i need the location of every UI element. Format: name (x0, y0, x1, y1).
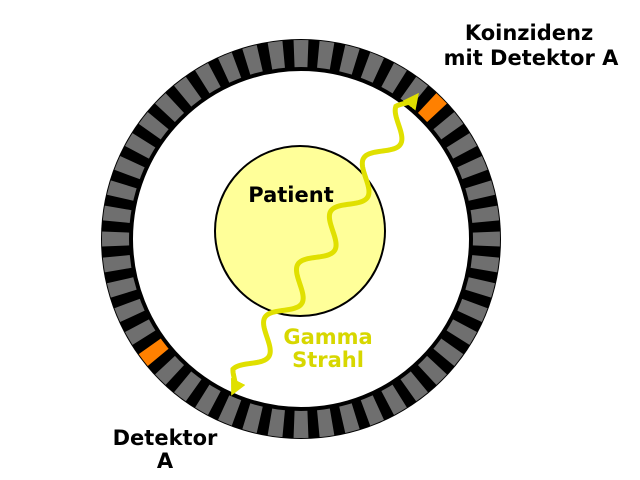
detector-block (242, 402, 263, 434)
detector-block (106, 180, 138, 201)
detector-block (106, 277, 138, 298)
detector-block (445, 318, 477, 345)
detector-block (432, 337, 464, 366)
detector-block (218, 52, 242, 84)
detector-block (114, 156, 146, 180)
detector-a-label-line2: A (157, 449, 174, 473)
detector-block (267, 407, 286, 438)
detector-block (125, 318, 157, 345)
detector-block (432, 112, 464, 141)
patient-label: Patient (248, 183, 333, 207)
detector-block (316, 40, 335, 71)
coincidence-label-line1: Koinzidenz (465, 21, 593, 45)
detector-block (293, 40, 309, 69)
detector-block (138, 112, 170, 141)
detector-block (195, 383, 222, 415)
coincidence-label-line2: mit Detektor A (444, 46, 619, 70)
gamma-ray (230, 92, 419, 396)
gamma-ray-label-line2: Strahl (292, 348, 364, 372)
detector-block (125, 133, 157, 160)
detector-block (360, 52, 384, 84)
detector-block (445, 133, 477, 160)
detector-block (174, 370, 203, 402)
detector-block (360, 394, 384, 426)
detector-block (195, 63, 222, 95)
detector-block-active-top-right (417, 93, 447, 123)
detector-block (471, 231, 500, 247)
detector-a-label-line1: Detektor (113, 426, 218, 450)
detector-block (218, 394, 242, 426)
detector-block (464, 277, 496, 298)
detector-block (339, 402, 360, 434)
detector-block (293, 409, 309, 438)
detector-block (469, 254, 500, 273)
detector-block (242, 44, 263, 76)
detector-block (417, 355, 447, 385)
detector-block (316, 407, 335, 438)
detector-block-active-bottom-left (138, 337, 170, 366)
gamma-ray-label-line1: Gamma (283, 325, 372, 349)
detector-block (339, 44, 360, 76)
detector-block (102, 231, 131, 247)
detector-block (464, 180, 496, 201)
detector-block (267, 40, 286, 71)
detector-block (102, 205, 133, 224)
detector-block (456, 298, 488, 322)
detector-block (174, 76, 203, 108)
detector-block (102, 254, 133, 273)
detector-block (114, 298, 146, 322)
detector-block (155, 355, 185, 385)
detector-block (456, 156, 488, 180)
detector-block (469, 205, 500, 224)
detector-block (155, 93, 185, 123)
detector-block (380, 63, 407, 95)
detector-blocks (102, 40, 500, 438)
